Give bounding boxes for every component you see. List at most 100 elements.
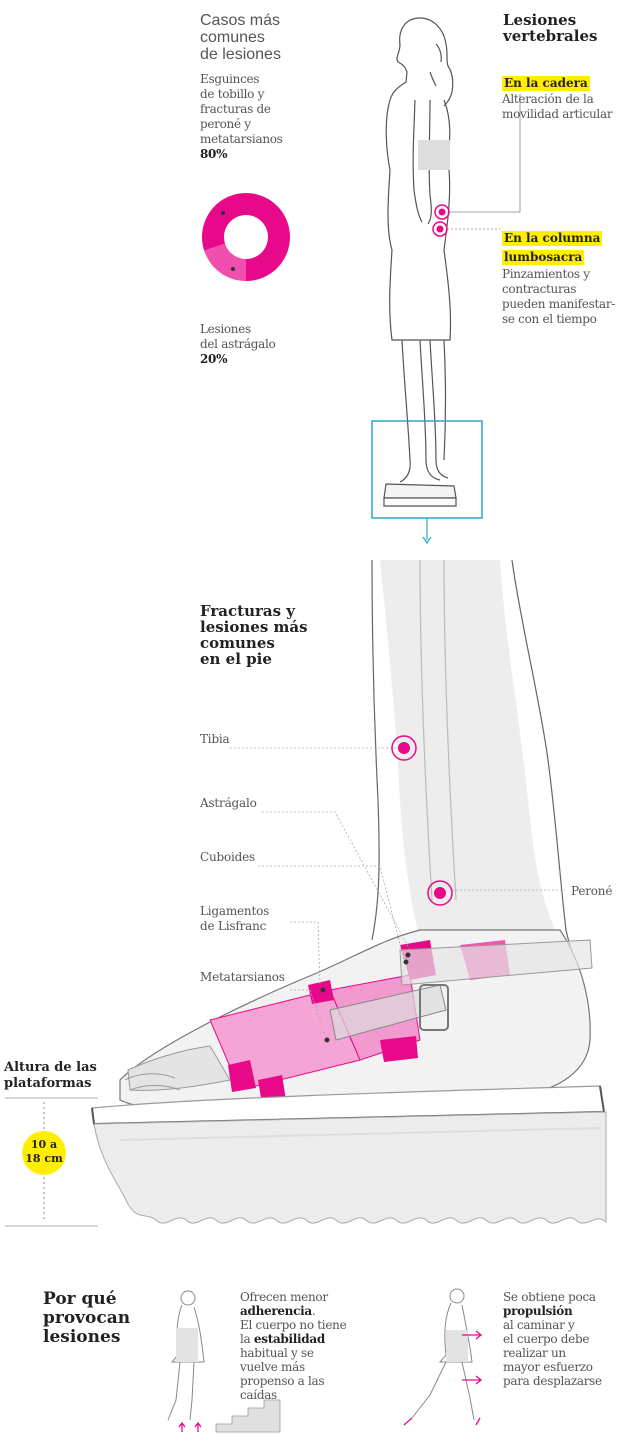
- hip-title: En la cadera: [502, 76, 590, 91]
- label-cuboides: Cuboides: [200, 850, 255, 864]
- title-line: en el pie: [200, 650, 272, 668]
- desc-line: pueden manifestar-: [502, 297, 616, 311]
- summary-title-line: comunes: [200, 29, 265, 46]
- donut-segment-minor: [204, 243, 246, 281]
- donut-dot-major: [221, 211, 225, 215]
- minor-segment-label: Lesiones del astrágalo 20%: [200, 322, 276, 367]
- height-line: 18 cm: [25, 1152, 63, 1165]
- reason-text: realizar un: [503, 1346, 566, 1360]
- title-line: vertebrales: [503, 27, 598, 45]
- reason-line: Ofrecen menor: [240, 1290, 346, 1304]
- reason-text: mayor esfuerzo: [503, 1360, 593, 1374]
- desc-line: contracturas: [502, 282, 577, 296]
- label-line: Esguinces: [200, 72, 260, 86]
- reason-line: propenso a las: [240, 1374, 346, 1388]
- foot-markers: [320, 735, 453, 1043]
- label-perone: Peroné: [571, 884, 613, 898]
- lumbar-title-line: En la columna: [502, 231, 603, 246]
- reason-line: la estabilidad: [240, 1332, 346, 1346]
- label-line: de tobillo y: [200, 87, 265, 101]
- reason-line: vuelve más: [240, 1360, 346, 1374]
- walking-figure-1: [167, 1290, 205, 1421]
- foot-leader-lines: [230, 747, 565, 1037]
- title-line: comunes: [200, 634, 275, 652]
- walking-figure-2: [411, 1288, 475, 1421]
- label-lisfranc: Ligamentos de Lisfranc: [200, 904, 269, 934]
- title-line: lesiones más: [200, 618, 308, 636]
- label-metatarsianos: Metatarsianos: [200, 970, 285, 984]
- reason-line: El cuerpo no tiene: [240, 1318, 347, 1332]
- label-line: peroné y: [200, 117, 251, 131]
- reason-text: caídas: [240, 1388, 277, 1402]
- stairs-icon: [215, 1399, 281, 1433]
- propulsion-arrows-icon: [403, 1330, 483, 1426]
- desc-line: Alteración de la: [502, 92, 594, 106]
- reason-line: mayor esfuerzo: [503, 1360, 602, 1374]
- reason-text: la: [240, 1332, 254, 1346]
- platform-title: Altura de las plataformas: [4, 1060, 97, 1092]
- reason-keyword: propulsión: [503, 1304, 573, 1318]
- reason-line: caídas: [240, 1388, 346, 1402]
- reason-text: el cuerpo debe: [503, 1332, 590, 1346]
- label-line: Ligamentos: [200, 904, 270, 918]
- label-astragalo: Astrágalo: [200, 796, 257, 810]
- summary-title: Casos más comunes de lesiones: [200, 12, 281, 63]
- title-line: provocan: [43, 1308, 131, 1328]
- reason-line: realizar un: [503, 1346, 602, 1360]
- reason-keyword: estabilidad: [253, 1332, 325, 1346]
- reason-text: Se obtiene poca: [503, 1290, 596, 1304]
- foot-title: Fracturas y lesiones más comunes en el p…: [200, 603, 308, 667]
- reason-line: para desplazarse: [503, 1374, 602, 1388]
- height-line: 10 a: [30, 1138, 58, 1151]
- summary-title-line: de lesiones: [200, 46, 281, 63]
- reason-line: propulsión: [503, 1304, 602, 1318]
- reason-text: .: [311, 1304, 316, 1318]
- reason-text: vuelve más: [240, 1360, 305, 1374]
- major-segment-label: Esguinces de tobillo y fracturas de pero…: [200, 72, 283, 162]
- title-line: Fracturas y: [200, 602, 295, 620]
- reason-line: habitual y se: [240, 1346, 346, 1360]
- desc-line: Pinzamientos y: [502, 267, 590, 281]
- reason-keyword: adherencia: [240, 1304, 312, 1318]
- foot-illustration: [119, 929, 593, 1111]
- label-line: metatarsianos: [200, 132, 283, 146]
- title-line: Lesiones: [503, 11, 577, 29]
- title-line: lesiones: [43, 1327, 121, 1347]
- reason-text: al caminar y: [503, 1318, 575, 1332]
- reason-line: Se obtiene poca: [503, 1290, 602, 1304]
- vertebral-title: Lesiones vertebrales: [503, 12, 597, 44]
- label-line: fracturas de: [200, 102, 271, 116]
- hip-injury: En la cadera Alteración de la movilidad …: [502, 72, 613, 122]
- platform-height-value: 10 a 18 cm: [22, 1138, 66, 1166]
- reason-text: habitual y se: [240, 1346, 314, 1360]
- title-line: plataformas: [4, 1076, 92, 1091]
- label-line: del astrágalo: [200, 337, 276, 351]
- summary-title-line: Casos más: [200, 12, 281, 29]
- reason-line: al caminar y: [503, 1318, 602, 1332]
- reason-text: Ofrecen menor: [240, 1290, 328, 1304]
- reason-text: propenso a las: [240, 1374, 325, 1388]
- height-badge: [22, 1131, 66, 1175]
- fall-arrows-icon: [178, 1421, 202, 1432]
- label-line: de Lisfranc: [200, 919, 267, 933]
- reason-text: para desplazarse: [503, 1374, 602, 1388]
- donut-segment-major: [202, 193, 291, 281]
- reason-line: el cuerpo debe: [503, 1332, 602, 1346]
- lumbar-title-line: lumbosacra: [502, 250, 585, 265]
- body-markers: [432, 94, 521, 237]
- why-title: Por qué provocan lesiones: [43, 1290, 130, 1347]
- reason-text: El cuerpo no tiene: [240, 1318, 347, 1332]
- reason-line: adherencia.: [240, 1304, 346, 1318]
- label-tibia: Tibia: [200, 732, 230, 746]
- title-line: Por qué: [43, 1289, 117, 1309]
- minor-percent: 20%: [200, 352, 228, 366]
- desc-line: movilidad articular: [502, 107, 613, 121]
- donut-dot-minor: [231, 267, 235, 271]
- label-line: Lesiones: [200, 322, 251, 336]
- woman-figure: [383, 17, 457, 507]
- title-line: Altura de las: [4, 1060, 97, 1075]
- desc-line: se con el tiempo: [502, 312, 597, 326]
